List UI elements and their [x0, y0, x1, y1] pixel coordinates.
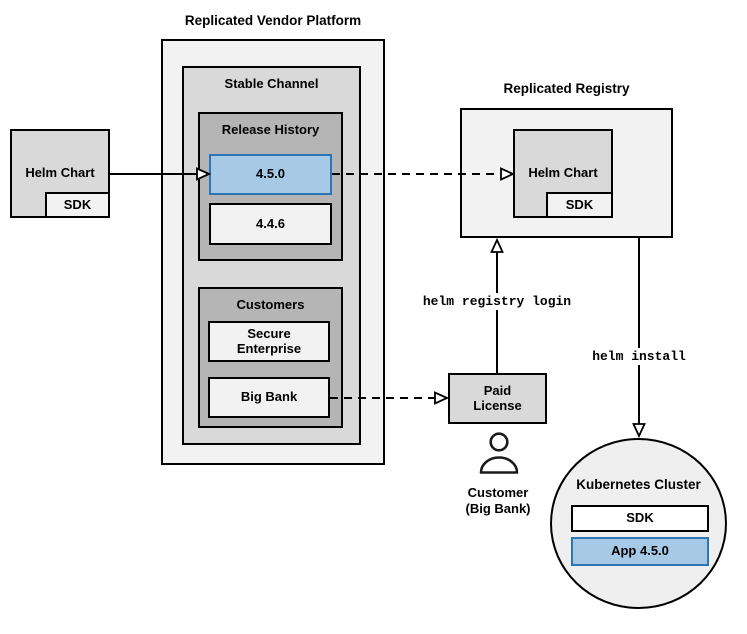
customer-person-icon	[479, 432, 519, 474]
release-version-current: 4.5.0	[209, 154, 332, 195]
customer-secure-enterprise: Secure Enterprise	[208, 321, 330, 362]
stable-channel-box: Stable Channel Release History 4.5.0 4.4…	[182, 66, 361, 445]
customer-secure-enterprise-label: Secure Enterprise	[236, 325, 302, 356]
release-version-current-label: 4.5.0	[256, 166, 285, 182]
registry-title: Replicated Registry	[503, 81, 630, 96]
registry-sdk-box: SDK	[546, 192, 613, 218]
registry-helm-chart-label: Helm Chart	[528, 165, 598, 181]
registry-sdk-label: SDK	[565, 196, 594, 212]
cmd-helm-registry-login: helm registry login	[418, 293, 576, 310]
cluster-sdk-label: SDK	[626, 510, 654, 526]
stable-channel-title: Stable Channel	[224, 76, 319, 91]
customer-caption-detail: (Big Bank)	[465, 500, 531, 516]
source-sdk-label: SDK	[63, 196, 92, 212]
customer-big-bank: Big Bank	[208, 377, 330, 418]
customers-box: Customers Secure Enterprise Big Bank	[198, 287, 343, 428]
release-history-title: Release History	[221, 122, 320, 137]
kubernetes-cluster-title: Kubernetes Cluster	[576, 477, 701, 492]
cmd-helm-install: helm install	[588, 348, 690, 365]
release-version-previous-label: 4.4.6	[256, 215, 285, 231]
platform-title: Replicated Vendor Platform	[184, 13, 362, 28]
customer-caption-name: Customer	[467, 485, 529, 500]
customer-big-bank-label: Big Bank	[240, 389, 298, 405]
cluster-sdk-box: SDK	[571, 505, 709, 532]
platform-box: Stable Channel Release History 4.5.0 4.4…	[161, 39, 385, 465]
kubernetes-cluster-circle: Kubernetes Cluster SDK App 4.5.0	[550, 438, 727, 609]
source-helm-chart-label: Helm Chart	[25, 165, 95, 181]
customer-caption: Customer (Big Bank)	[448, 485, 548, 516]
arrow-registry-to-cluster	[632, 238, 646, 439]
customers-title: Customers	[236, 297, 305, 312]
release-history-box: Release History 4.5.0 4.4.6	[198, 112, 343, 261]
source-sdk-box: SDK	[45, 192, 110, 218]
paid-license-label: Paid License	[473, 382, 522, 413]
cluster-app-label: App 4.5.0	[611, 543, 669, 559]
cluster-app-box: App 4.5.0	[571, 537, 709, 566]
release-version-previous: 4.4.6	[209, 203, 332, 245]
paid-license-box: Paid License	[448, 373, 547, 424]
